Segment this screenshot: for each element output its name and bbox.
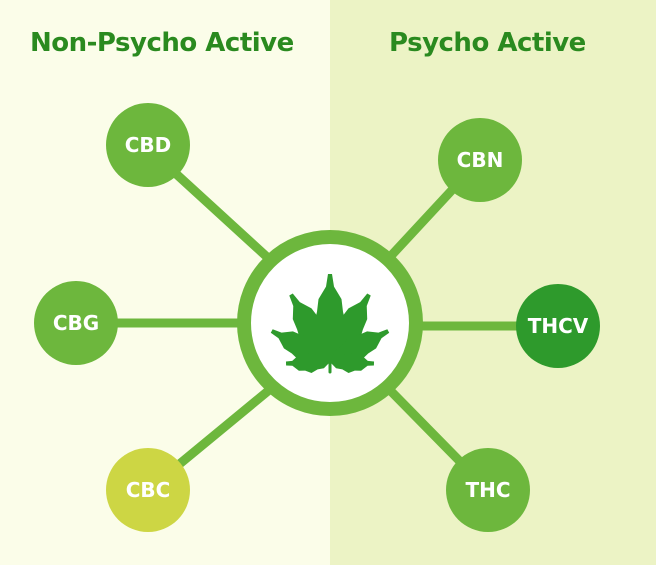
leaf-leaflet	[289, 293, 332, 362]
node-thc: THC	[446, 448, 530, 532]
node-label-thcv: THCV	[528, 314, 589, 338]
cannabis-leaf-icon	[270, 274, 390, 374]
node-cbc: CBC	[106, 448, 190, 532]
leaf-leaflet	[328, 293, 371, 362]
node-label-thc: THC	[465, 478, 510, 502]
node-label-cbg: CBG	[53, 311, 99, 335]
node-cbd: CBD	[106, 103, 190, 187]
node-label-cbn: CBN	[457, 148, 504, 172]
node-label-cbd: CBD	[125, 133, 172, 157]
non-psychoactive-heading: Non-Psycho Active	[30, 28, 294, 58]
node-cbn: CBN	[438, 118, 522, 202]
leaf-leaflet	[330, 352, 375, 373]
psychoactive-heading: Psycho Active	[389, 28, 586, 58]
node-thcv: THCV	[516, 284, 600, 368]
node-cbg: CBG	[34, 281, 118, 365]
leaf-leaflet	[285, 352, 330, 373]
node-label-cbc: CBC	[126, 478, 171, 502]
